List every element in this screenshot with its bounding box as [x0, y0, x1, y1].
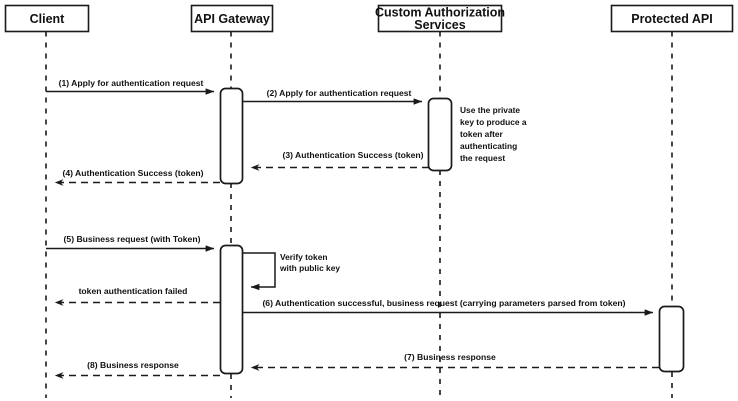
message-4[interactable]: (4) Authentication Success (token) — [54, 168, 220, 186]
message-token-authentication-failed-label: token authentication failed — [79, 286, 188, 296]
note-private-key-line-1: Use the private — [460, 105, 520, 115]
note-private-key-line-3: token after — [460, 129, 504, 139]
message-self-verify-token-label-line2: with public key — [279, 263, 340, 273]
activation-custom-authorization-services — [427, 97, 453, 172]
message-5[interactable]: (5) Business request (with Token) — [46, 234, 215, 252]
message-3-label: (3) Authentication Success (token) — [282, 150, 423, 160]
participant-box-protected-api — [610, 4, 734, 33]
message-6-label: (6) Authentication successful, business … — [262, 298, 625, 308]
message-7[interactable]: (7) Business response — [250, 352, 659, 371]
message-3[interactable]: (3) Authentication Success (token) — [250, 150, 429, 171]
message-5-label: (5) Business request (with Token) — [64, 234, 201, 244]
participant-header-client[interactable]: Client — [4, 4, 90, 33]
message-1-label: (1) Apply for authentication request — [59, 78, 204, 88]
participant-box-client — [4, 4, 90, 33]
participant-label-custom-authorization-services-line2: Services — [414, 18, 465, 32]
participant-label-client: Client — [30, 12, 66, 26]
activation-api-gateway-business — [219, 244, 244, 375]
message-self-verify-token[interactable]: Verify token with public key — [242, 252, 341, 291]
message-4-label: (4) Authentication Success (token) — [62, 168, 203, 178]
message-8-label: (8) Business response — [87, 360, 179, 370]
message-8[interactable]: (8) Business response — [54, 360, 220, 379]
message-7-label: (7) Business response — [404, 352, 496, 362]
note-private-key-line-4: authenticating — [460, 141, 517, 151]
message-2[interactable]: (2) Apply for authentication request — [242, 88, 423, 105]
participant-label-api-gateway: API Gateway — [194, 12, 270, 26]
message-self-verify-token-label-line1: Verify token — [280, 252, 327, 262]
participant-header-protected-api[interactable]: Protected API — [610, 4, 734, 33]
message-6[interactable]: (6) Authentication successful, business … — [242, 298, 654, 316]
message-token-authentication-failed[interactable]: token authentication failed — [54, 286, 220, 306]
participant-header-custom-authorization-services[interactable]: Custom Authorization Services — [375, 4, 505, 33]
note-private-key: Use the private key to produce a token a… — [460, 105, 527, 163]
activation-protected-api — [658, 305, 685, 373]
activation-api-gateway-auth — [219, 87, 244, 185]
participant-label-custom-authorization-services-line1: Custom Authorization — [375, 5, 505, 19]
note-private-key-line-5: the request — [460, 153, 505, 163]
message-self-verify-token-arrow — [242, 252, 276, 291]
participant-header-api-gateway[interactable]: API Gateway — [190, 4, 274, 33]
participant-label-protected-api: Protected API — [631, 12, 713, 26]
note-private-key-line-2: key to produce a — [460, 117, 527, 127]
message-1[interactable]: (1) Apply for authentication request — [46, 78, 215, 95]
message-2-label: (2) Apply for authentication request — [267, 88, 412, 98]
participant-box-api-gateway — [190, 4, 274, 33]
